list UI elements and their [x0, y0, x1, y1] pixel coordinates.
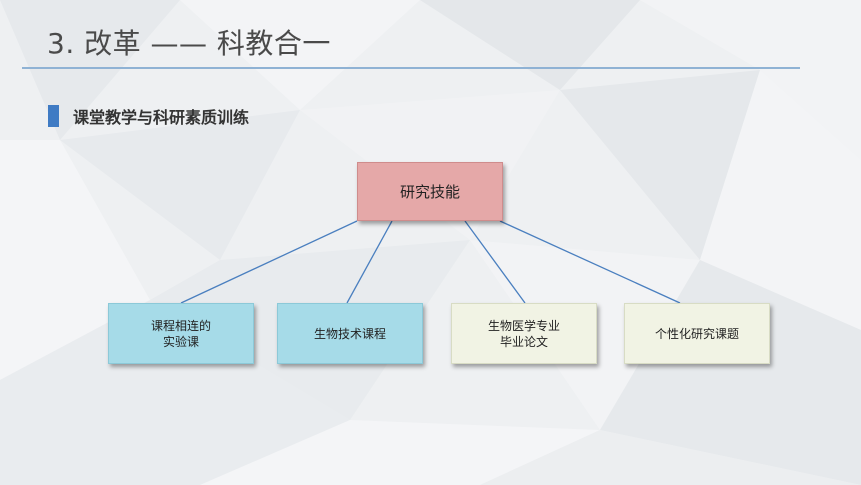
section-heading-text: 课堂教学与科研素质训练	[73, 108, 250, 127]
child-node-lab-course: 课程相连的 实验课	[108, 303, 254, 364]
child-node-biotech-course: 生物技术课程	[277, 303, 423, 364]
child-node-label: 个性化研究课题	[654, 326, 739, 341]
title-divider	[22, 67, 800, 69]
child-node-label: 生物医学专业 毕业论文	[487, 318, 560, 349]
child-node-thesis: 生物医学专业 毕业论文	[451, 303, 597, 364]
child-node-label: 生物技术课程	[313, 326, 386, 341]
root-node: 研究技能	[357, 162, 503, 221]
root-node-label: 研究技能	[399, 182, 460, 201]
section-marker	[48, 105, 59, 127]
child-node-label: 课程相连的 实验课	[150, 318, 211, 349]
slide-title: 3. 改革 —— 科教合一	[47, 27, 331, 60]
section-heading: 课堂教学与科研素质训练	[48, 104, 249, 128]
child-node-research-project: 个性化研究课题	[624, 303, 770, 364]
